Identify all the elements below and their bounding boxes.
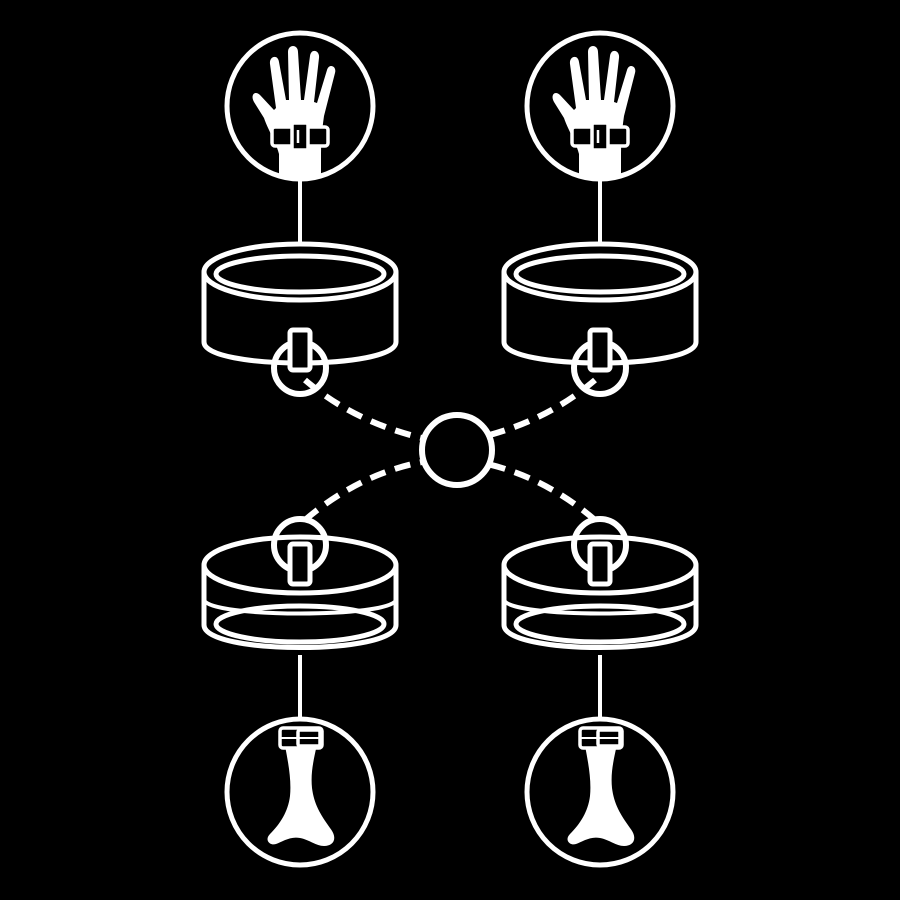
- top-left-wrist-cuff-icon: [204, 244, 396, 394]
- top-left-node: [224, 30, 376, 182]
- bottom-right-node: [524, 716, 676, 868]
- dashed-link-bottom-right: [477, 459, 597, 523]
- o-ring-icon: [419, 412, 495, 488]
- bottom-left-node: [224, 716, 376, 868]
- dashed-link-top-left: [303, 377, 423, 441]
- top-right-wrist-cuff-icon: [504, 244, 696, 394]
- bottom-left-ankle-cuff-icon: [201, 516, 399, 650]
- top-right-node: [524, 30, 676, 182]
- dashed-link-bottom-left: [303, 459, 423, 523]
- bottom-right-ankle-cuff-icon: [501, 516, 699, 650]
- dashed-link-top-right: [477, 377, 597, 441]
